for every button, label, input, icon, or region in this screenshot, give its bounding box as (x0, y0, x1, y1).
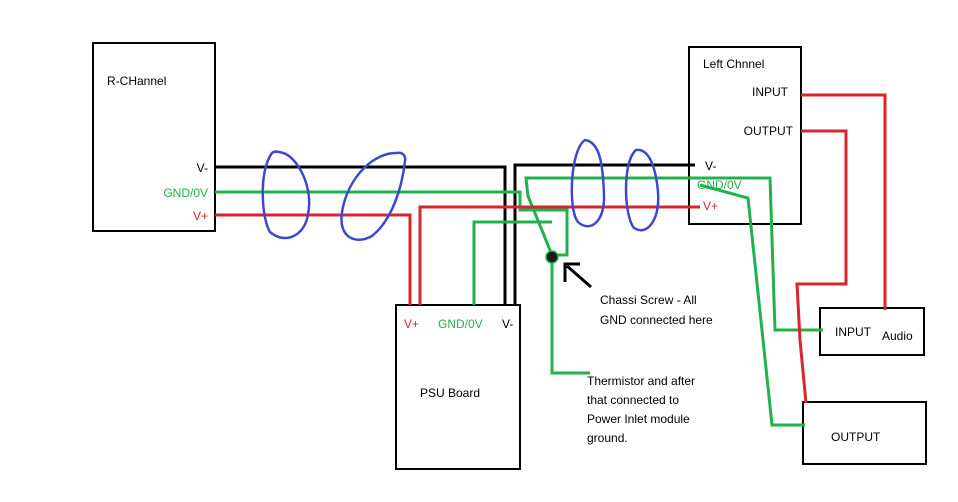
left-channel-input-label: INPUT (752, 85, 789, 99)
thermistor-note-line4: ground. (587, 431, 628, 445)
psu-v-minus-label: V- (502, 317, 513, 331)
r-channel-v-plus-label: V+ (193, 209, 208, 223)
thermistor-note-line1: Thermistor and after (587, 374, 695, 388)
output-signal-wire (795, 129, 848, 404)
audio-output-box (802, 401, 927, 465)
r-channel-box (92, 42, 216, 232)
left-channel-box (688, 46, 802, 225)
thermistor-note-line3: Power Inlet module (587, 412, 690, 426)
cable-twist-loop-4 (624, 148, 660, 232)
psu-gnd-label: GND/0V (438, 317, 483, 331)
cable-twist-loop-3 (570, 138, 606, 228)
psu-board-box (395, 304, 521, 470)
left-channel-v-minus-wire (513, 163, 695, 305)
thermistor-leader-wire (550, 255, 590, 375)
cable-twist-loop-2 (340, 151, 407, 241)
r-channel-v-minus-wire (215, 165, 507, 305)
psu-gnd-wire (472, 220, 552, 305)
r-channel-title: R-CHannel (107, 74, 166, 88)
left-channel-output-label: OUTPUT (744, 124, 794, 138)
left-channel-title: Left Chnnel (703, 57, 764, 71)
r-channel-gnd-label: GND/0V (163, 186, 208, 200)
left-channel-v-minus-label: V- (705, 159, 716, 173)
thermistor-note-line2: that connected to (587, 393, 679, 407)
chassis-note-line2: GND connected here (600, 313, 713, 327)
chassis-arrow-shaft (566, 264, 592, 289)
left-channel-gnd-to-output-wire (699, 183, 805, 427)
chassis-arrow-icon (563, 262, 580, 282)
r-channel-v-plus-wire (215, 213, 412, 305)
left-channel-gnd-label: GND/0V (697, 178, 742, 192)
left-channel-v-plus-wire (418, 205, 700, 305)
audio-input-box (819, 307, 925, 356)
r-channel-gnd-wire (215, 190, 569, 257)
audio-output-label: OUTPUT (831, 430, 881, 444)
input-signal-wire (801, 93, 887, 310)
psu-title: PSU Board (420, 386, 480, 400)
audio-input-label: INPUT (835, 325, 872, 339)
chassis-note-line1: Chassi Screw - All (600, 293, 697, 307)
psu-v-plus-label: V+ (404, 317, 419, 331)
left-channel-v-plus-label: V+ (703, 199, 718, 213)
audio-label: Audio (882, 329, 913, 343)
cable-twist-loop-1 (261, 150, 311, 240)
chassis-screw-icon (545, 250, 559, 264)
r-channel-v-minus-label: V- (197, 161, 208, 175)
